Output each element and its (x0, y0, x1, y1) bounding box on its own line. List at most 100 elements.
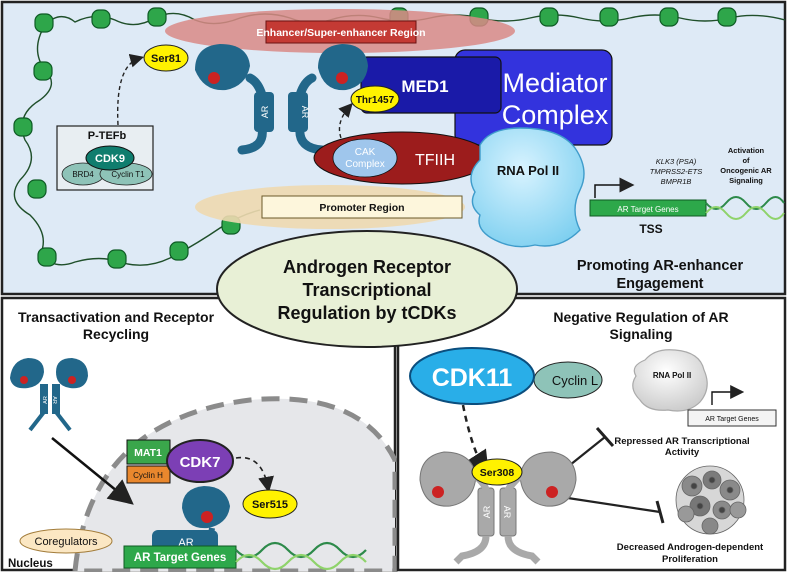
nucleosome-icon (539, 7, 559, 27)
activation-label-line2: of (742, 156, 750, 165)
gene-tmprss2: TMPRSS2-ETS (650, 167, 703, 176)
ar-label: AR (51, 396, 57, 404)
cell-cluster-icon (675, 465, 747, 535)
ar-target-genes-box (123, 545, 237, 569)
androgen-ligand-icon (201, 511, 213, 523)
tss-arrow (594, 177, 635, 198)
mat1-label: MAT1 (134, 447, 162, 459)
cak-phosphorylation-arrow (338, 102, 353, 151)
ar-label: AR (482, 505, 492, 518)
rna-pol-ii-repressed-label: RNA Pol II (653, 371, 691, 380)
ser515-phosphosite (242, 489, 298, 519)
right-panel-title-line1: Negative Regulation of AR (553, 309, 728, 325)
nucleosome-icon (27, 179, 47, 199)
rna-pol-ii (470, 127, 585, 248)
activation-label-line1: Activation (728, 146, 765, 155)
ar-target-genes-repressed-box (687, 409, 777, 427)
nucleosome-icon (599, 7, 619, 27)
nucleosome-group (13, 7, 737, 269)
mediator-label-line2: Complex (502, 100, 609, 130)
cyclin-t1-label: Cyclin T1 (111, 170, 145, 179)
activation-label-line4: Signaling (729, 176, 763, 185)
coregulators-label: Coregulators (35, 536, 98, 548)
ar-dimer-top: AR AR (195, 44, 368, 155)
androgen-ligand-icon (432, 486, 444, 498)
nucleosome-icon (107, 249, 127, 269)
rna-pol-ii-label: RNA Pol II (497, 163, 559, 178)
thr1457-phosphosite (350, 85, 400, 113)
central-title: Androgen Receptor Transcriptional Regula… (216, 230, 518, 348)
ar-target-genes-box (589, 199, 707, 217)
ar-ligand-binding-domain (318, 44, 368, 91)
promoting-label-line1: Promoting AR-enhancer (577, 258, 744, 274)
cyclin-h-protein (126, 465, 171, 484)
androgen-ligand-icon (336, 72, 348, 84)
cdk7-label: CDK7 (180, 454, 221, 471)
enhancer-label: Enhancer/Super-enhancer Region (256, 27, 425, 39)
androgen-ligand-icon (208, 72, 220, 84)
nucleosome-icon (91, 9, 111, 29)
promoter-label: Promoter Region (319, 202, 404, 214)
tss-label: TSS (639, 222, 662, 236)
top-panel: Enhancer/Super-enhancer Region Mediator … (0, 0, 787, 296)
mediator-label-line1: Mediator (502, 68, 607, 98)
ar-label: AR (43, 396, 49, 404)
cak-complex (332, 138, 398, 178)
repressed-label-line1: Repressed AR Transcriptional (614, 436, 749, 447)
ar-target-genes-label: AR Target Genes (617, 205, 678, 214)
inhibition-bar-proliferation (655, 500, 665, 524)
ar-dimer-cytoplasm: AR AR (10, 358, 88, 432)
nucleosome-icon (34, 13, 54, 33)
repressed-label-line2: Activity (665, 447, 700, 458)
med1-label: MED1 (401, 77, 448, 96)
nucleosome-icon (37, 247, 57, 267)
nucleus-label: Nucleus (8, 558, 53, 570)
ptefb-label: P-TEFb (88, 130, 127, 142)
ar-target-genes-repressed-label: AR Target Genes (705, 416, 759, 423)
gene-bmpr1b: BMPR1B (661, 177, 692, 186)
nucleosome-icon (13, 117, 33, 137)
ar-label: AR (300, 106, 310, 119)
cdk9-label: CDK9 (95, 153, 125, 165)
tss-arrow-repressed (711, 385, 745, 405)
activation-label-line3: Oncogenic AR (720, 166, 772, 175)
nucleosome-icon (147, 7, 167, 27)
cdk11-label: CDK11 (432, 364, 513, 392)
inhibition-bar-transcription (595, 427, 615, 447)
cdk11-kinase (409, 347, 535, 405)
nucleosome-icon (169, 241, 189, 261)
ar-label: AR (502, 506, 512, 519)
ser308-label: Ser308 (480, 467, 515, 479)
promoting-label-line2: Engagement (616, 276, 703, 292)
right-panel: Negative Regulation of AR Signaling Cycl… (396, 296, 787, 572)
nuclear-import-arrow (51, 437, 134, 505)
central-title-ellipse (216, 230, 518, 348)
nucleosome-icon (717, 7, 737, 27)
nucleosome-icon (659, 7, 679, 27)
cdk7-kinase (166, 439, 234, 483)
left-panel-title-line1: Transactivation and Receptor (18, 309, 215, 325)
left-panel-title-line2: Recycling (83, 326, 149, 342)
cdk9-kinase (85, 145, 135, 171)
cak-label-line1: CAK (355, 147, 376, 158)
ar-dimer-repressed: AR AR (419, 451, 577, 565)
dna-helix-top (705, 196, 785, 220)
title-line1: Androgen Receptor (283, 257, 451, 277)
ser81-label: Ser81 (151, 53, 181, 65)
enhancer-label-box (265, 20, 417, 44)
cyclin-l-label: Cyclin L (552, 373, 598, 388)
ser308-phosphosite (471, 458, 523, 486)
cak-label-line2: Complex (345, 159, 384, 170)
decreased-label-line1: Decreased Androgen-dependent (617, 542, 764, 553)
thr1457-label: Thr1457 (356, 95, 395, 106)
brd4-label: BRD4 (72, 170, 94, 179)
promoter-label-box (261, 195, 463, 219)
ar-label: AR (260, 105, 270, 118)
title-line3: Regulation by tCDKs (277, 303, 456, 323)
androgen-ligand-icon (546, 486, 558, 498)
coregulators-protein (19, 528, 113, 554)
ser515-label: Ser515 (252, 499, 288, 511)
cyclin-h-label: Cyclin H (133, 471, 163, 480)
rna-pol-ii-repressed (632, 349, 708, 412)
